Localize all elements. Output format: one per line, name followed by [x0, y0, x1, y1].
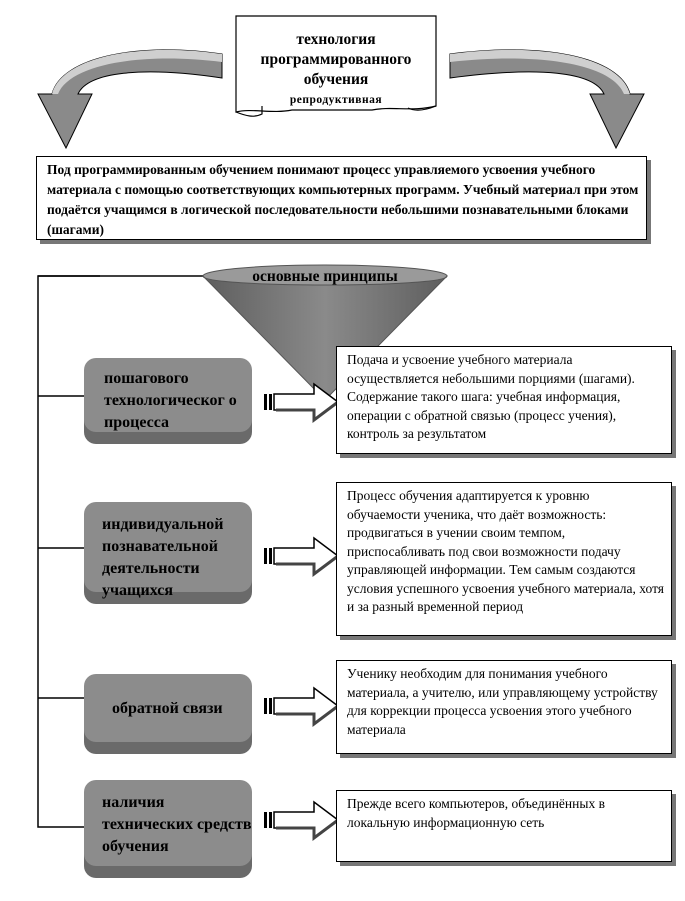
right-curved-arrow-icon: [449, 49, 645, 150]
definition-text: Под программированным обучением понимают…: [47, 162, 639, 237]
left-curved-arrow-icon: [37, 49, 223, 150]
description-text: Ученику необходим для понимания учебного…: [347, 666, 658, 737]
description-text: Подача и усвоение учебного материала осу…: [347, 352, 635, 441]
description-box-feedback: Ученику необходим для понимания учебного…: [336, 660, 672, 754]
block-arrow-icon: [264, 686, 340, 727]
funnel-label: основные принципы: [252, 268, 398, 285]
description-box-individual: Процесс обучения адаптируется к уровню о…: [336, 482, 672, 636]
principle-box-individual: индивидуальной познавательной деятельнос…: [84, 502, 262, 604]
principle-label: обратной связи: [112, 700, 223, 717]
principle-label: индивидуальной познавательной деятельнос…: [102, 516, 224, 599]
principle-label: пошагового технологическог о процесса: [104, 370, 237, 431]
description-text: Прежде всего компьютеров, объединённых в…: [347, 796, 605, 830]
principle-box-technical: наличия технических средств обучения: [84, 780, 262, 878]
principle-box-stepwise: пошагового технологическог о процесса: [84, 358, 262, 444]
principle-box-feedback: обратной связи: [84, 674, 262, 754]
block-arrow-icon: [264, 536, 340, 577]
title-scroll: технология программированного обучения р…: [232, 12, 440, 120]
block-arrow-icon: [264, 800, 340, 841]
block-arrow-icon: [264, 382, 340, 423]
description-box-stepwise: Подача и усвоение учебного материала осу…: [336, 346, 672, 454]
principle-label: наличия технических средств обучения: [102, 794, 252, 855]
scroll-shape: [235, 15, 437, 117]
page-subtitle: репродуктивная: [289, 94, 383, 106]
description-text: Процесс обучения адаптируется к уровню о…: [347, 488, 665, 614]
definition-box: Под программированным обучением понимают…: [36, 156, 647, 240]
page-title: технология программированного обучения: [260, 31, 412, 88]
description-box-technical: Прежде всего компьютеров, объединённых в…: [336, 790, 672, 862]
principles-funnel: [202, 264, 448, 401]
top-connector-line: [38, 275, 208, 277]
